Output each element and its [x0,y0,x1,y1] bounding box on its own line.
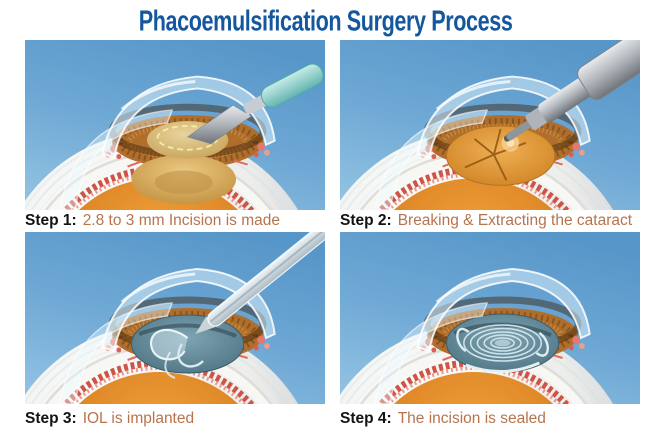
step-1-label: Step 1: [25,212,77,229]
cracked-cataract-lens [445,125,556,186]
step-2-text: Breaking & Extracting the cataract [397,212,633,229]
keratome-blade-icon [186,63,324,145]
step-2-caption: Step 2: Breaking & Extracting the catara… [340,210,640,232]
step-4-label: Step 4: [340,410,392,427]
step-4-caption: Step 4: The incision is sealed [340,404,640,438]
step-1-caption: Step 1: 2.8 to 3 mm Incision is made [25,210,325,232]
step-4-illustration [340,232,640,404]
step-3-illustration [25,232,325,404]
steps-row-bottom: Step 3: IOL is implanted [0,232,652,438]
folding-iol-lens [149,328,204,379]
step-4-panel: Step 4: The incision is sealed [340,232,640,438]
sealed-eye-iol-icon [445,313,560,374]
step-4-text: The incision is sealed [397,410,546,427]
step-2-label: Step 2: [340,212,392,229]
empty-capsule-pupil [130,314,245,374]
step-1-illustration [25,40,325,210]
step-3-label: Step 3: [25,410,77,427]
step-3-text: IOL is implanted [82,410,195,427]
step-1-text: 2.8 to 3 mm Incision is made [82,212,280,229]
step-3-panel: Step 3: IOL is implanted [25,232,325,438]
phaco-probe-icon [503,40,640,142]
iol-injector-icon [195,232,325,334]
step-3-caption: Step 3: IOL is implanted [25,404,325,438]
steps-row-top: Step 1: 2.8 to 3 mm Incision is made [0,40,652,232]
page-title-text: Phacoemulsification Surgery Process [139,5,513,37]
step-1-panel: Step 1: 2.8 to 3 mm Incision is made [25,40,325,232]
page-title: Phacoemulsification Surgery Process [0,0,652,40]
step-2-illustration [340,40,640,210]
step-2-panel: Step 2: Breaking & Extracting the catara… [340,40,640,232]
